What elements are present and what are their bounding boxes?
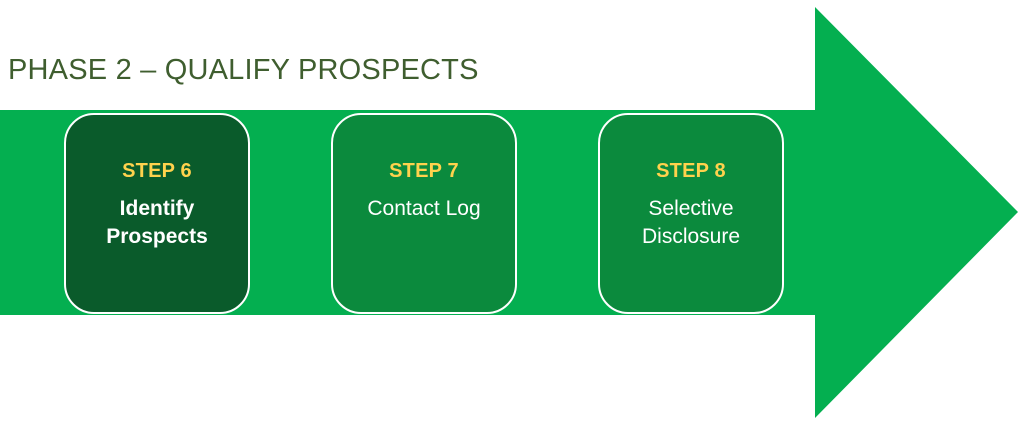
step-number: STEP 7 [389, 160, 459, 182]
step-label: Contact Log [367, 197, 481, 220]
step-number: STEP 8 [656, 160, 726, 182]
step-card-step-8[interactable]: STEP 8 Selective Disclosure [598, 113, 784, 314]
phase-title: PHASE 2 – QUALIFY PROSPECTS [8, 54, 479, 86]
step-card-step-7[interactable]: STEP 7 Contact Log [331, 113, 517, 314]
step-label: Identify Prospects [106, 197, 208, 248]
step-number: STEP 6 [122, 160, 192, 182]
step-card-step-6[interactable]: STEP 6 Identify Prospects [64, 113, 250, 314]
step-label: Selective Disclosure [641, 197, 741, 248]
